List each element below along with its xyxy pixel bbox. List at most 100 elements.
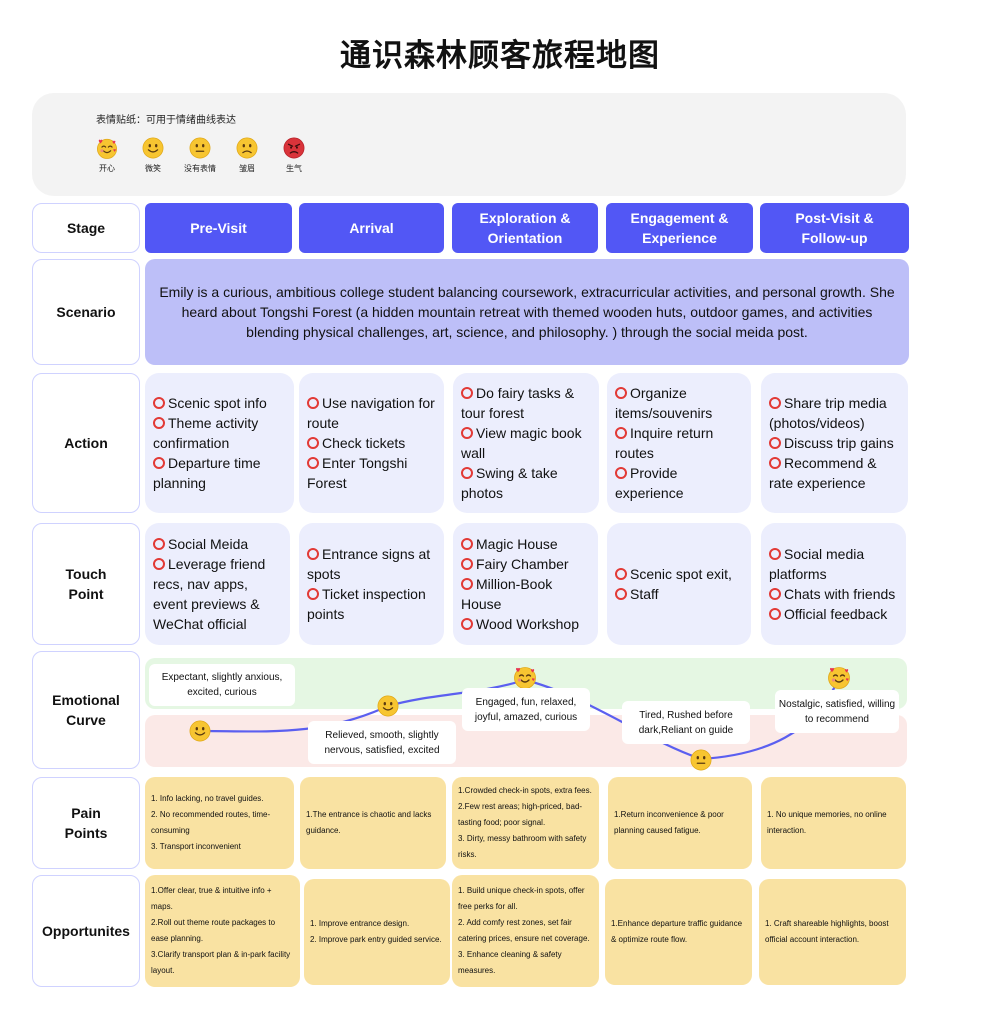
legend-label: 皱眉 <box>239 164 255 173</box>
opportunities-engagement: 1.Enhance departure traffic guidance & o… <box>605 879 752 985</box>
love-face-icon <box>96 137 118 159</box>
red-circle-icon <box>461 578 473 590</box>
red-circle-icon <box>461 558 473 570</box>
legend-item-happy: 开心 <box>87 137 127 174</box>
row-label-stage: Stage <box>32 203 140 253</box>
emotion-callout-engagement: Tired, Rushed before dark,Reliant on gui… <box>622 701 750 744</box>
pain-points-engagement: 1.Return inconvenience & poor planning c… <box>608 777 752 869</box>
action-item: Check tickets <box>307 433 436 453</box>
touchpoint-item: Magic House <box>461 534 590 554</box>
action-item: Use navigation for route <box>307 395 435 431</box>
emotion-callout-exploration: Engaged, fun, relaxed, joyful, amazed, c… <box>462 688 590 731</box>
action-item: Provide experience <box>615 465 684 501</box>
action-item: Do fairy tasks & tour forest <box>461 385 575 421</box>
red-circle-icon <box>769 397 781 409</box>
pain-point-item: 1. No unique memories, no online interac… <box>767 810 887 835</box>
action-item: Swing & take photos <box>461 465 558 501</box>
touchpoint-item: Million-Book House <box>461 576 553 612</box>
red-circle-icon <box>153 558 165 570</box>
pain-points-pre-visit: 1. Info lacking, no travel guides. 2. No… <box>145 777 294 869</box>
touchpoint-item: Social media platforms <box>769 546 865 582</box>
love-face-icon <box>827 666 851 689</box>
opportunity-item: 2. Add comfy rest zones, set fair cateri… <box>458 918 590 943</box>
touchpoint-cell-arrival: Entrance signs at spots Ticket inspectio… <box>299 523 444 645</box>
action-item: Inquire return routes <box>615 425 714 461</box>
opportunity-item: 3. Enhance cleaning & safety measures. <box>458 950 562 975</box>
row-label-opportunities: Opportunites <box>32 875 140 987</box>
pain-point-item: 3. Dirty, messy bathroom with safety ris… <box>458 834 587 859</box>
love-face-icon <box>513 666 537 689</box>
touchpoint-cell-pre-visit: Social Meida Leverage friend recs, nav a… <box>145 523 290 645</box>
opportunity-item: 1.Enhance departure traffic guidance & o… <box>611 919 743 944</box>
page-title: 通识森林顾客旅程地图 <box>340 38 660 73</box>
red-circle-icon <box>769 608 781 620</box>
emotion-callout-pre-visit: Expectant, slightly anxious, excited, cu… <box>149 664 295 706</box>
opportunities-arrival: 1. Improve entrance design. 2. Improve p… <box>304 879 450 985</box>
opportunities-exploration: 1. Build unique check-in spots, offer fr… <box>452 875 599 987</box>
action-cell-engagement: Organize items/souvenirs Inquire return … <box>607 373 751 513</box>
touchpoint-item: Wood Workshop <box>461 614 590 634</box>
legend-item-smile: 微笑 <box>133 137 173 174</box>
touchpoint-item: Staff <box>615 584 743 604</box>
neutral-face-icon <box>690 749 712 771</box>
action-item: Scenic spot info <box>153 393 286 413</box>
touchpoint-item: Official feedback <box>769 604 898 624</box>
red-circle-icon <box>615 427 627 439</box>
touchpoint-item: Fairy Chamber <box>461 554 590 574</box>
red-circle-icon <box>153 397 165 409</box>
smile-face-icon <box>142 137 164 159</box>
red-circle-icon <box>307 588 319 600</box>
action-cell-post-visit: Share trip media (photos/videos) Discuss… <box>761 373 908 513</box>
legend-label: 开心 <box>99 164 115 173</box>
red-circle-icon <box>461 538 473 550</box>
row-label-emotional-curve: Emotional Curve <box>32 651 140 769</box>
frown-face-icon <box>236 137 258 159</box>
touchpoint-item: Ticket inspection points <box>307 586 426 622</box>
red-circle-icon <box>769 588 781 600</box>
action-item: Theme activity confirmation <box>153 415 259 451</box>
red-circle-icon <box>461 387 473 399</box>
stage-header-engagement: Engagement & Experience <box>606 203 753 253</box>
opportunity-item: 1.Offer clear, true & intuitive info + m… <box>151 886 272 911</box>
touchpoint-item: Leverage friend recs, nav apps, event pr… <box>153 556 266 632</box>
touchpoint-item: Social Meida <box>153 534 282 554</box>
stage-header-pre-visit: Pre-Visit <box>145 203 292 253</box>
red-circle-icon <box>307 548 319 560</box>
row-label-scenario: Scenario <box>32 259 140 365</box>
red-circle-icon <box>153 538 165 550</box>
row-label-touch-point: Touch Point <box>32 523 140 645</box>
smile-face-icon <box>189 720 211 742</box>
opportunity-item: 2. Improve park entry guided service. <box>310 935 442 944</box>
emoji-legend-panel <box>32 93 906 196</box>
red-circle-icon <box>461 427 473 439</box>
legend-label: 微笑 <box>145 164 161 173</box>
pain-point-item: 3. Transport inconvenient <box>151 842 241 851</box>
pain-point-item: 1.Crowded check-in spots, extra fees. <box>458 786 592 795</box>
opportunity-item: 1. Improve entrance design. <box>310 919 410 928</box>
touchpoint-item: Chats with friends <box>769 584 898 604</box>
opportunity-item: 2.Roll out theme route packages to ease … <box>151 918 276 943</box>
touchpoint-cell-exploration: Magic House Fairy Chamber Million-Book H… <box>453 523 598 645</box>
row-label-action: Action <box>32 373 140 513</box>
pain-point-item: 2. No recommended routes, time-consuming <box>151 810 271 835</box>
red-circle-icon <box>769 437 781 449</box>
opportunity-item: 3.Clarify transport plan & in-park facil… <box>151 950 291 975</box>
smile-face-icon <box>377 695 399 717</box>
scenario-text: Emily is a curious, ambitious college st… <box>145 259 909 365</box>
opportunities-post-visit: 1. Craft shareable highlights, boost off… <box>759 879 906 985</box>
red-circle-icon <box>769 457 781 469</box>
red-circle-icon <box>615 467 627 479</box>
red-circle-icon <box>307 397 319 409</box>
red-circle-icon <box>615 588 627 600</box>
legend-label: 生气 <box>286 164 302 173</box>
opportunity-item: 1. Build unique check-in spots, offer fr… <box>458 886 585 911</box>
pain-point-item: 2.Few rest areas; high-priced, bad-tasti… <box>458 802 583 827</box>
legend-item-frown: 皱眉 <box>227 137 267 174</box>
neutral-face-icon <box>189 137 211 159</box>
action-item: Organize items/souvenirs <box>615 385 713 421</box>
red-circle-icon <box>307 437 319 449</box>
touchpoint-item: Scenic spot exit, <box>615 564 743 584</box>
stage-header-arrival: Arrival <box>299 203 444 253</box>
red-circle-icon <box>461 467 473 479</box>
touchpoint-cell-engagement: Scenic spot exit, Staff <box>607 523 751 645</box>
